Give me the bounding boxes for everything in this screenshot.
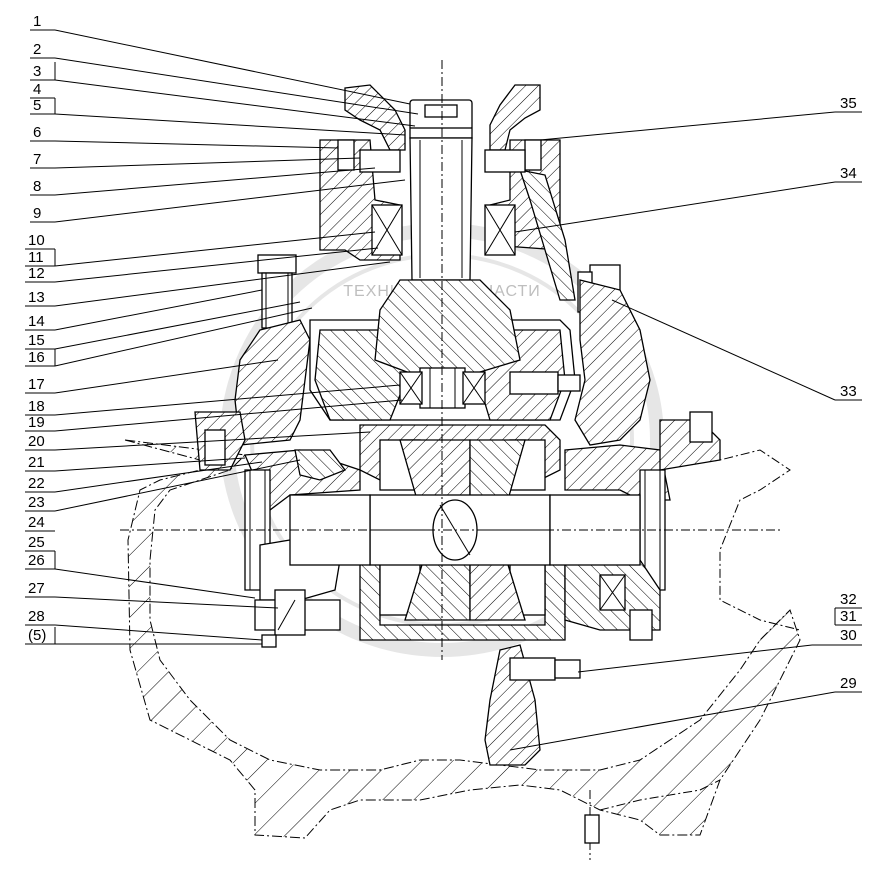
callout-label: 11: [28, 249, 44, 266]
callout-32: 32: [835, 591, 862, 609]
callout-label: 3: [33, 63, 41, 80]
center-lines: [120, 60, 780, 860]
callout-label: 25: [28, 534, 45, 551]
callout-4: 4: [30, 81, 55, 99]
callout-label: 16: [28, 349, 45, 366]
callout-34: 34: [514, 165, 862, 233]
callout-label: 32: [840, 591, 857, 608]
callout-label: (5): [28, 627, 46, 644]
callout-label: 15: [28, 332, 45, 349]
callout-label: 27: [28, 580, 45, 597]
callout-label: 21: [28, 454, 45, 471]
callout-label: 20: [28, 433, 45, 450]
callout-label: 34: [840, 165, 857, 182]
callout-label: 13: [28, 289, 45, 306]
callout-label: 2: [33, 41, 41, 58]
callout-13: 13: [25, 261, 391, 307]
callout-6: 6: [30, 124, 339, 149]
callout-9: 9: [30, 179, 406, 223]
callout-35: 35: [539, 95, 862, 141]
callout-24: 24: [25, 514, 55, 532]
callout-23: 23: [25, 459, 301, 512]
differential: [359, 424, 566, 641]
callout-17: 17: [25, 359, 279, 394]
callout-5: 5: [30, 97, 406, 136]
callout-label: 8: [33, 178, 41, 195]
callout-label: 18: [28, 398, 45, 415]
callout-19: 19: [25, 399, 403, 432]
callout-label: 4: [33, 81, 41, 98]
callout-31: 31: [834, 608, 862, 626]
callout-22: 22: [25, 461, 263, 493]
callout-label: 17: [28, 376, 45, 393]
callout-label: 19: [28, 414, 45, 431]
callout-7: 7: [30, 151, 361, 169]
callout-10: 10: [25, 232, 55, 250]
callout-label: 35: [840, 95, 857, 112]
callout-15: 15: [25, 301, 301, 350]
callout-14: 14: [25, 289, 263, 331]
callout-label: 29: [840, 675, 857, 692]
callout-label: 23: [28, 494, 45, 511]
callout-16: 16: [25, 307, 313, 367]
drive-flange: [344, 84, 541, 281]
axle-housing-outline: [124, 439, 801, 839]
left-side-bearing: [244, 449, 371, 648]
callout-label: 6: [33, 124, 41, 141]
right-callouts: 35 34 33 32 31 30 29: [509, 95, 862, 751]
callout-label: 26: [28, 552, 45, 569]
callout-11: 11: [25, 231, 376, 267]
callout-label: 9: [33, 205, 41, 222]
callout-21: 21: [25, 454, 246, 472]
callout-1: 1: [30, 13, 411, 105]
callout-3: 3: [30, 62, 416, 127]
callout-12: 12: [25, 247, 379, 283]
callout-label: 22: [28, 475, 45, 492]
callout-label: 24: [28, 514, 45, 531]
callout-label: 12: [28, 265, 45, 282]
right-side-bearing: [549, 411, 721, 641]
callout-2: 2: [30, 41, 419, 115]
callout-label: 14: [28, 313, 45, 330]
callout-8: 8: [30, 167, 376, 196]
callout-label: 28: [28, 608, 45, 625]
callout-28: 28: [25, 608, 263, 641]
callout-label: 7: [33, 151, 41, 168]
left-callouts: 1 2 3 4 5 6 7 8: [25, 13, 419, 645]
callout-26: 26: [25, 551, 256, 599]
callout-18: 18: [25, 384, 401, 416]
callout-30: 30: [577, 627, 862, 673]
callout-20: 20: [25, 431, 371, 451]
callout-33: 33: [611, 299, 862, 401]
callout-25: 25: [25, 534, 55, 552]
callout-label: 10: [28, 232, 45, 249]
ring-gear: [484, 644, 581, 766]
callout-5-ref: (5): [25, 627, 262, 645]
callout-label: 5: [33, 97, 41, 114]
callout-label: 31: [840, 608, 857, 625]
callout-label: 33: [840, 383, 857, 400]
callout-label: 1: [33, 13, 41, 30]
callout-27: 27: [25, 580, 279, 609]
callout-29: 29: [509, 675, 862, 751]
input-housing: [319, 139, 576, 301]
callout-label: 30: [840, 627, 857, 644]
